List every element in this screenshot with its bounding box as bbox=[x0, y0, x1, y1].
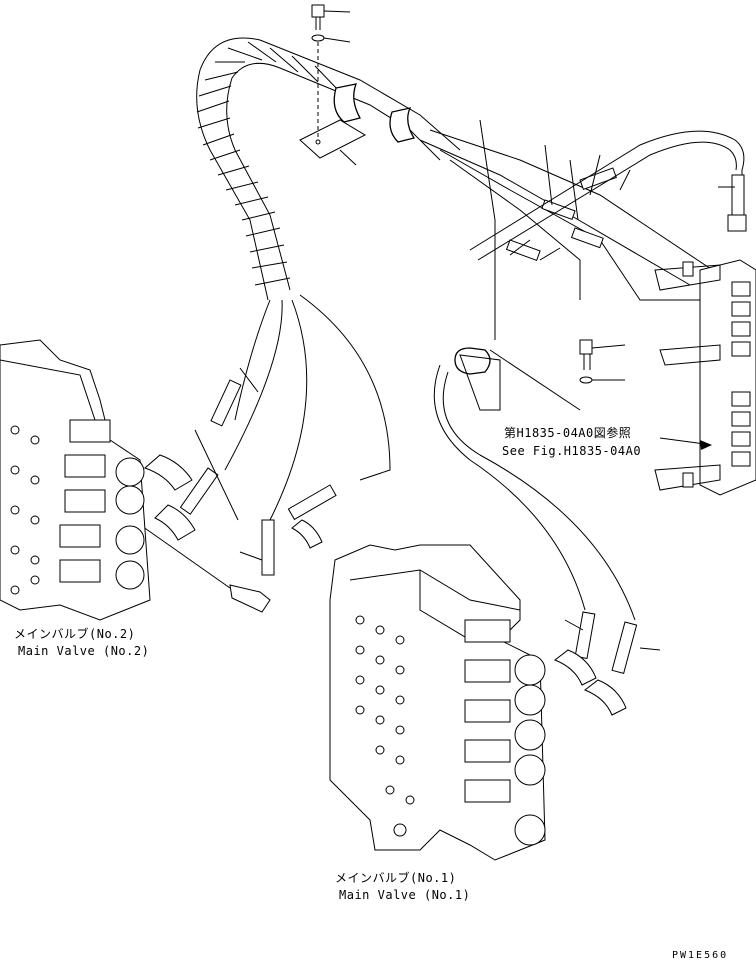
manifold-fittings bbox=[731, 281, 751, 467]
drawing-code: PW1E560 bbox=[672, 950, 728, 961]
right-hoses bbox=[419, 129, 747, 301]
valve-spools bbox=[59, 419, 145, 590]
main-valve-1-jp-label: メインバルブ(No.1) bbox=[335, 870, 456, 885]
main-valve-2-jp-label: メインバルブ(No.2) bbox=[14, 626, 135, 641]
main-valve-1-en-label: Main Valve (No.1) bbox=[339, 888, 470, 902]
right-manifold-block bbox=[654, 259, 756, 496]
valve-ports bbox=[355, 615, 415, 837]
middle-bolt-clamp bbox=[454, 119, 626, 411]
top-bolt bbox=[311, 4, 357, 166]
hoses-to-main-valve-2 bbox=[47, 294, 391, 613]
valve-ports bbox=[10, 425, 40, 595]
reference-arrow bbox=[659, 437, 712, 450]
see-fig-en-label: See Fig.H1835-04A0 bbox=[502, 444, 641, 458]
hose-fitting bbox=[505, 167, 617, 261]
spiral-wrapped-hose-bundle bbox=[196, 37, 461, 301]
valve-spools bbox=[464, 619, 546, 846]
hoses-to-main-valve-1 bbox=[433, 364, 661, 675]
main-valve-2-en-label: Main Valve (No.2) bbox=[18, 644, 149, 658]
see-fig-jp-label: 第H1835-04A0図参照 bbox=[504, 425, 631, 440]
main-valve-no1 bbox=[329, 544, 627, 861]
main-valve-no2 bbox=[0, 339, 151, 621]
